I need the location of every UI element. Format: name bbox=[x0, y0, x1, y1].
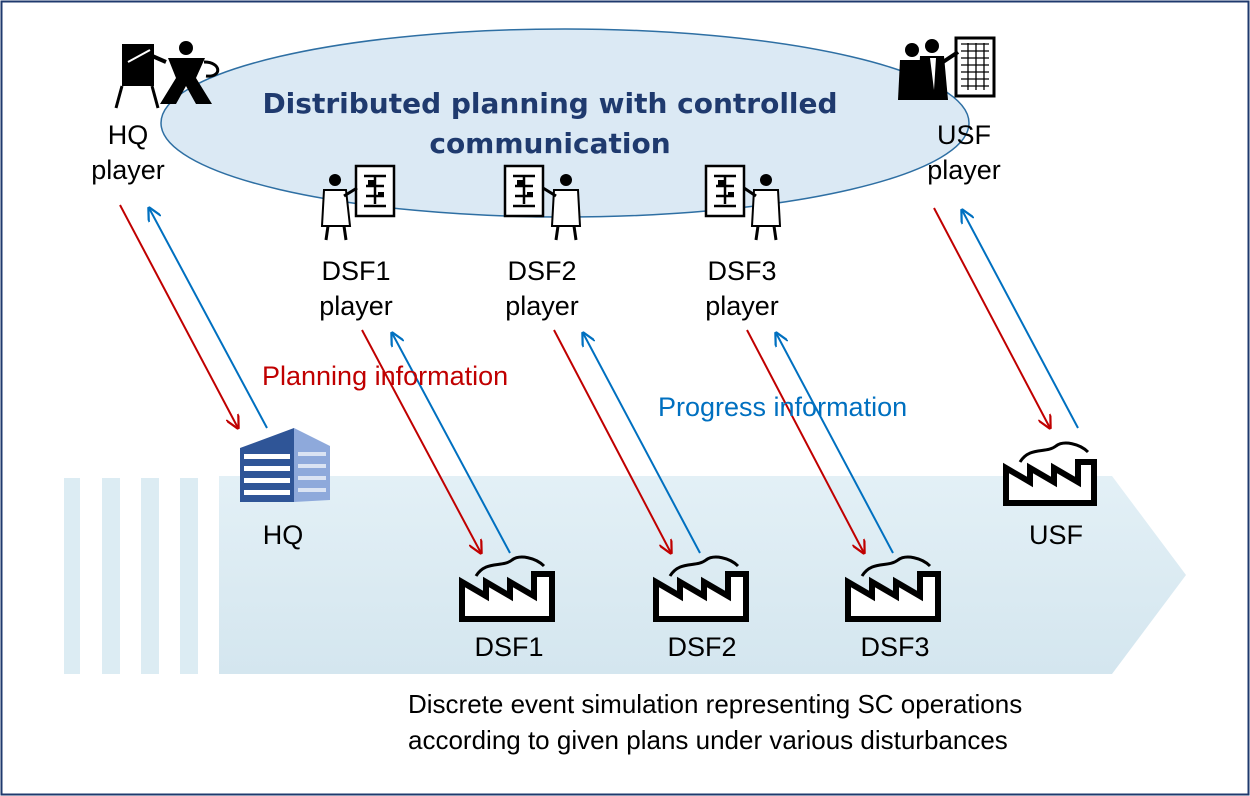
simulation-caption-line1: Discrete event simulation representing S… bbox=[408, 689, 1023, 719]
planning-title: Distributed planning with controlled com… bbox=[240, 84, 860, 164]
dsf1-player-label: DSF1 player bbox=[302, 254, 410, 324]
hq-player-icon bbox=[114, 41, 220, 109]
hq-player-label-line2: player bbox=[91, 155, 165, 185]
dsf2-player-label: DSF2 player bbox=[488, 254, 596, 324]
band-stripe-1 bbox=[64, 478, 80, 674]
planning-title-line1: Distributed planning with controlled bbox=[262, 87, 838, 120]
simulation-caption: Discrete event simulation representing S… bbox=[408, 686, 1022, 758]
planning-information-label: Planning information bbox=[262, 361, 509, 391]
progress-information-label: Progress information bbox=[658, 392, 908, 422]
usf-player-label: USF player bbox=[916, 118, 1012, 188]
dsf3-player-label-line2: player bbox=[705, 291, 779, 321]
planning-arrow-dsf2 bbox=[553, 329, 671, 553]
dsf1-factory-icon bbox=[459, 555, 555, 622]
dsf3-factory-icon bbox=[845, 555, 941, 622]
dsf2-factory-icon bbox=[653, 555, 749, 622]
dsf2-player-icon bbox=[503, 164, 582, 241]
progress-arrow-usf bbox=[962, 210, 1079, 429]
planning-title-line2: communication bbox=[429, 127, 671, 160]
dsf1-facility-label: DSF1 bbox=[474, 632, 544, 662]
dsf1-player-label-line2: player bbox=[319, 291, 393, 321]
progress-arrow-dsf2 bbox=[583, 333, 701, 554]
simulation-arrow bbox=[219, 476, 1186, 674]
hq-building-icon bbox=[240, 428, 330, 502]
progress-arrow-hq bbox=[149, 208, 268, 429]
dsf1-player-label-line1: DSF1 bbox=[321, 256, 391, 286]
simulation-caption-line2: according to given plans under various d… bbox=[408, 725, 1008, 755]
information-arrows bbox=[119, 204, 1079, 554]
hq-player-label-line1: HQ bbox=[107, 120, 149, 150]
planning-arrow-usf bbox=[933, 207, 1050, 428]
dsf2-player-label-line1: DSF2 bbox=[507, 256, 577, 286]
usf-player-label-line2: player bbox=[927, 155, 1001, 185]
dsf2-player-label-line2: player bbox=[505, 291, 579, 321]
simulation-band bbox=[64, 476, 1186, 674]
dsf3-facility-label: DSF3 bbox=[860, 632, 930, 662]
dsf3-player-icon bbox=[704, 164, 782, 241]
band-stripe-4 bbox=[180, 478, 198, 674]
planning-arrow-dsf3 bbox=[746, 329, 864, 553]
hq-player-label: HQ player bbox=[80, 118, 176, 188]
progress-arrow-dsf3 bbox=[776, 333, 894, 554]
dsf3-player-label: DSF3 player bbox=[688, 254, 796, 324]
dsf3-player-label-line1: DSF3 bbox=[707, 256, 777, 286]
usf-player-label-line1: USF bbox=[937, 120, 991, 150]
band-stripe-2 bbox=[102, 478, 120, 674]
usf-facility-label: USF bbox=[1029, 520, 1083, 550]
usf-player-icon bbox=[898, 36, 996, 100]
dsf1-player-icon bbox=[320, 164, 396, 241]
dsf2-facility-label: DSF2 bbox=[667, 632, 737, 662]
progress-arrow-dsf1 bbox=[392, 333, 511, 554]
hq-facility-label: HQ bbox=[262, 520, 304, 550]
planning-arrow-hq bbox=[119, 204, 238, 428]
usf-factory-icon bbox=[1003, 441, 1097, 506]
band-stripe-3 bbox=[141, 478, 159, 674]
planning-arrow-dsf1 bbox=[361, 329, 481, 553]
